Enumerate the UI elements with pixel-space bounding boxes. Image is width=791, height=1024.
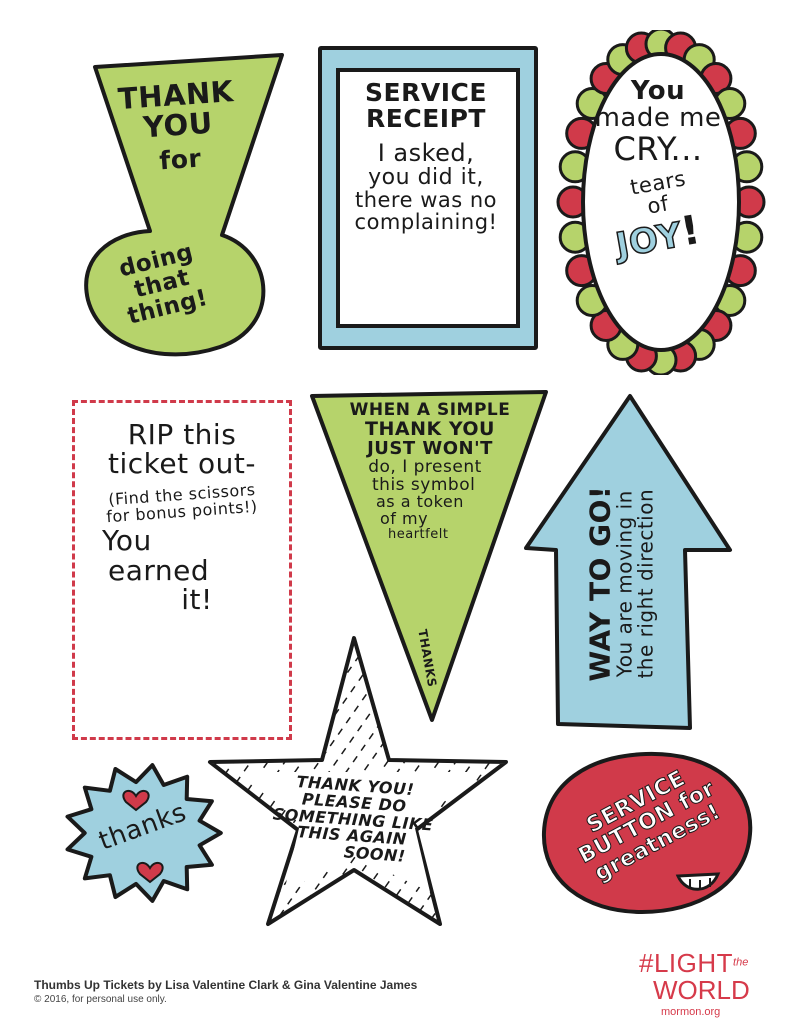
star-ticket xyxy=(208,636,508,926)
footer-copyright: © 2016, for personal use only. xyxy=(34,994,167,1005)
service-receipt-ticket xyxy=(318,46,538,350)
arrow-shape xyxy=(524,394,732,730)
arrow-ticket xyxy=(524,394,732,730)
heart-icon xyxy=(122,789,150,812)
footer-title: Thumbs Up Tickets by Lisa Valentine Clar… xyxy=(34,978,418,992)
star-text: THANK YOU! PLEASE DO SOMETHING LIKE THIS… xyxy=(272,771,434,866)
thank-you-ticket xyxy=(84,53,284,357)
light-the-world-logo: #LIGHTthe WORLD mormon.org xyxy=(639,948,759,1018)
burst-shape xyxy=(65,763,223,903)
heart-icon xyxy=(136,861,164,884)
rip-ticket xyxy=(72,400,292,740)
triangle-ticket xyxy=(310,390,548,722)
thanks-burst-ticket xyxy=(65,763,223,903)
triangle-shape xyxy=(310,390,548,722)
arrow-text: WAY TO GO! You are moving in the right d… xyxy=(583,485,658,682)
receipt-inner xyxy=(336,68,520,328)
exclamation-shape xyxy=(84,53,284,357)
button-shape xyxy=(541,751,753,915)
triangle-text: WHEN A SIMPLE THANK YOU JUST WON'T do, I… xyxy=(349,400,511,542)
thank-you-text-top: THANK YOU for xyxy=(116,74,235,176)
star-text-area xyxy=(244,772,484,892)
cry-text: You made me CRY... tears of JOY! xyxy=(594,76,722,267)
service-button-ticket xyxy=(541,751,753,915)
rip-text: RIP this ticket out- (Find the scissors … xyxy=(102,418,259,617)
cry-ticket xyxy=(556,30,766,375)
smile-icon xyxy=(675,872,721,891)
receipt-text: SERVICE RECEIPT I asked, you did it, the… xyxy=(354,78,498,234)
brand-url: mormon.org xyxy=(661,1006,721,1018)
cry-oval xyxy=(581,52,741,352)
